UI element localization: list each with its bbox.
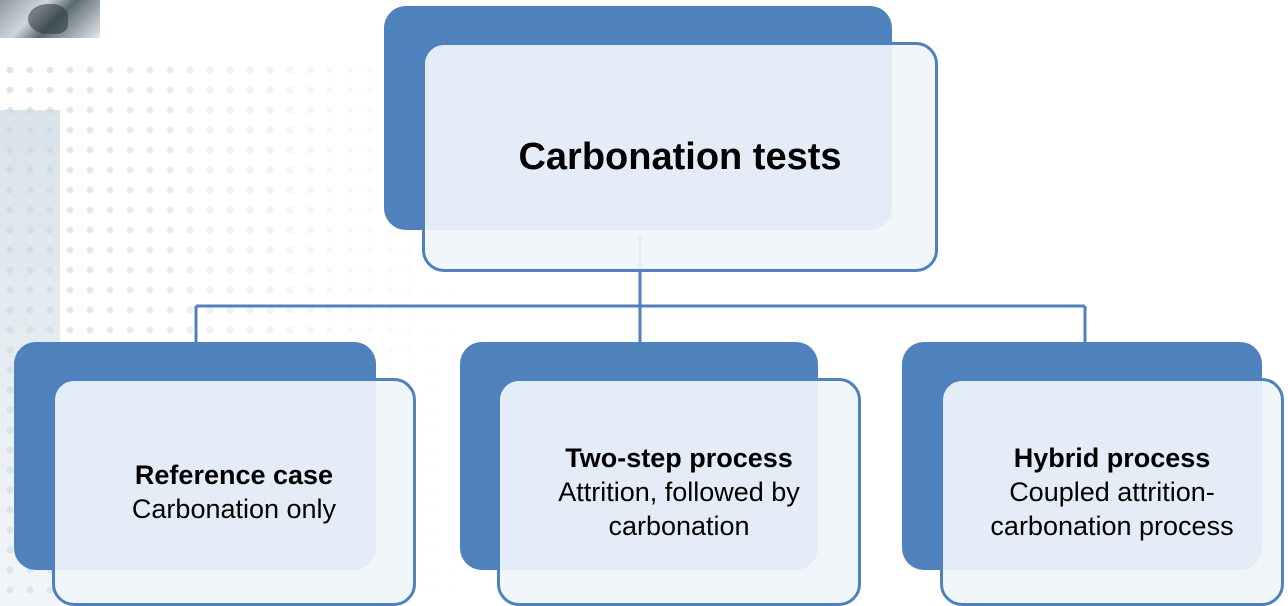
reference-case-body: Carbonation only — [131, 494, 337, 524]
child-node-two-step: Two-step process Attrition, followed by … — [497, 378, 861, 606]
hybrid-heading: Hybrid process — [1013, 443, 1211, 473]
child-node-hybrid: Hybrid process Coupled attrition- carbon… — [940, 378, 1284, 606]
root-node: Carbonation tests — [422, 42, 938, 272]
root-title: Carbonation tests — [518, 135, 842, 178]
hybrid-body: Coupled attrition- carbonation process — [990, 477, 1234, 541]
two-step-heading: Two-step process — [565, 443, 793, 473]
corner-photo — [0, 0, 100, 38]
reference-case-heading: Reference case — [134, 460, 334, 490]
child-node-reference: Reference case Carbonation only — [52, 378, 416, 606]
two-step-body: Attrition, followed by carbonation — [558, 477, 800, 541]
